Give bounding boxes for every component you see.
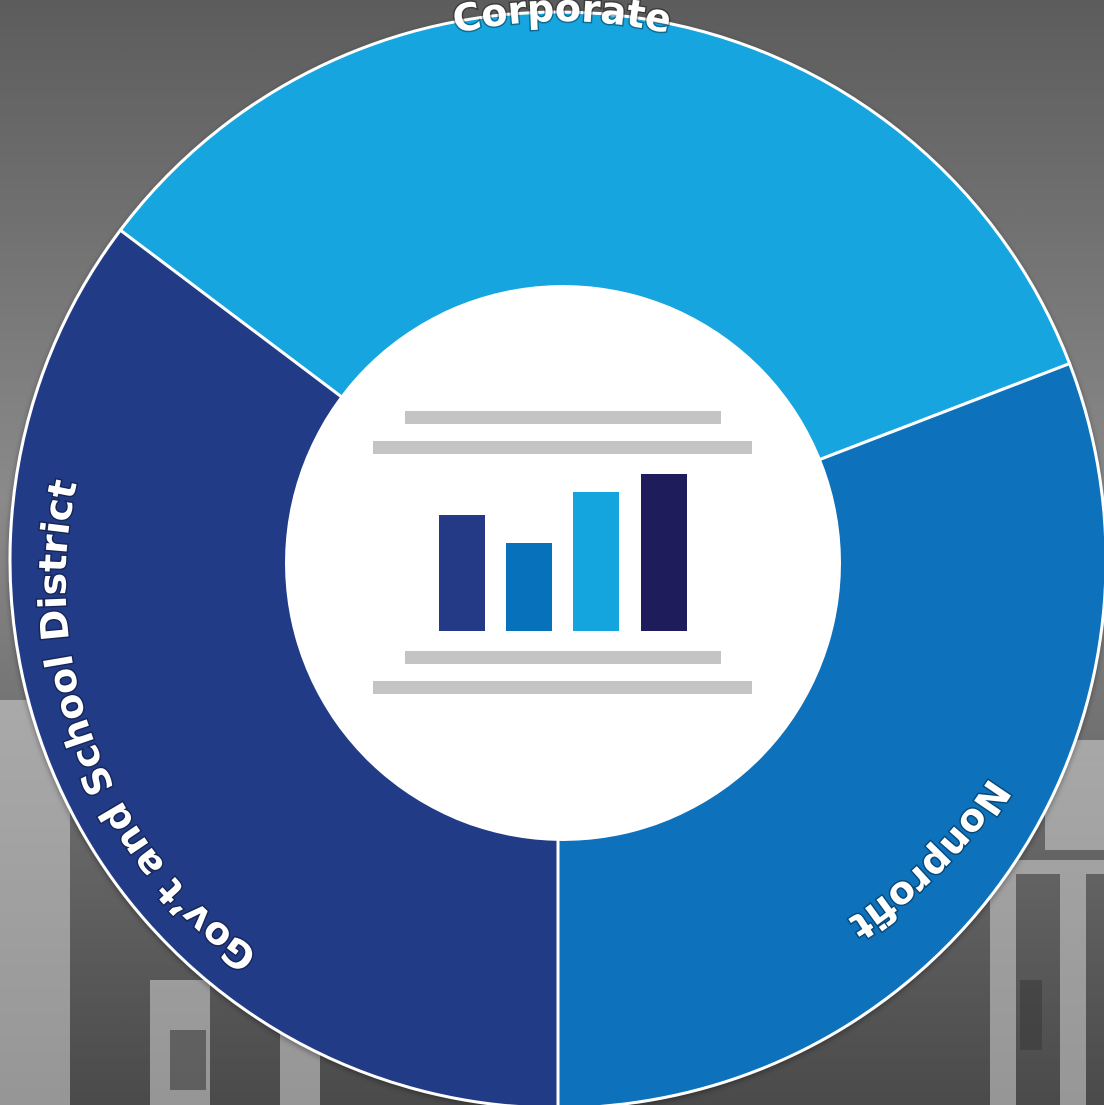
bar-chart-report-icon bbox=[373, 411, 752, 694]
icon-rule-bottom-short bbox=[405, 651, 721, 664]
icon-rule-top-short bbox=[405, 411, 721, 424]
icon-bar-1 bbox=[439, 515, 485, 631]
icon-bar-3 bbox=[573, 492, 619, 631]
icon-rule-bottom-long bbox=[373, 681, 752, 694]
icon-bar-2 bbox=[506, 543, 552, 631]
center-circle bbox=[285, 285, 841, 841]
icon-bar-4 bbox=[641, 474, 687, 631]
icon-rule-top-long bbox=[373, 441, 752, 454]
